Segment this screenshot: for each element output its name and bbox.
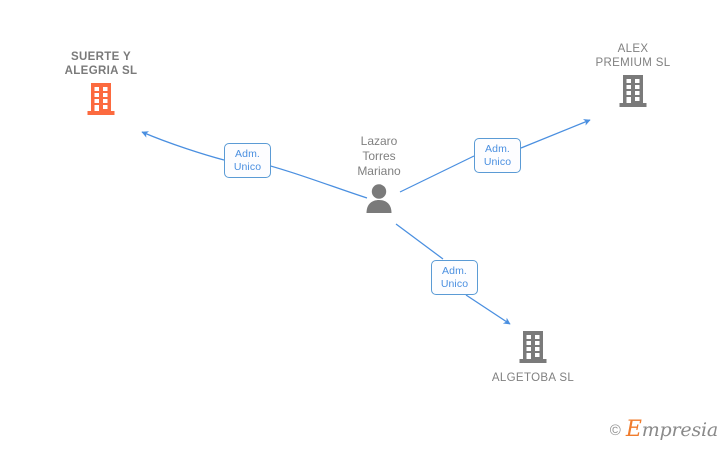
empresia-logo: Empresia (626, 419, 718, 441)
person-icon (365, 183, 393, 218)
edge-label-adm-unico-suerte[interactable]: Adm. Unico (224, 143, 271, 178)
node-label-suerte-y-alegria: SUERTE Y ALEGRIA SL (64, 51, 138, 77)
node-label-algetoba: ALGETOBA SL (491, 372, 575, 384)
building-icon (618, 74, 648, 113)
graph-node-suerte-y-alegria[interactable]: SUERTE Y ALEGRIA SL (16, 50, 186, 121)
building-icon (86, 82, 116, 121)
graph-node-algetoba[interactable]: ALGETOBA SL (448, 330, 618, 385)
graph-node-lazaro-torres-mariano[interactable]: Lazaro Torres Mariano (294, 134, 464, 218)
empresia-logo-rest: mpresia (641, 419, 718, 441)
empresia-watermark: © Empresia (610, 419, 718, 441)
edge-label-adm-unico-alex[interactable]: Adm. Unico (474, 138, 521, 173)
edge-person-to-alex[interactable] (399, 119, 591, 193)
node-label-lazaro-torres-mariano: Lazaro Torres Mariano (357, 134, 401, 178)
node-label-alex-premium: ALEX PREMIUM SL (595, 43, 671, 69)
copyright-icon: © (609, 421, 621, 439)
building-icon (518, 330, 548, 369)
edge-label-adm-unico-algetoba[interactable]: Adm. Unico (431, 260, 478, 295)
graph-node-alex-premium[interactable]: ALEX PREMIUM SL (548, 42, 718, 113)
edge-person-to-algetoba[interactable] (395, 223, 511, 325)
empresia-logo-initial: E (625, 417, 642, 442)
